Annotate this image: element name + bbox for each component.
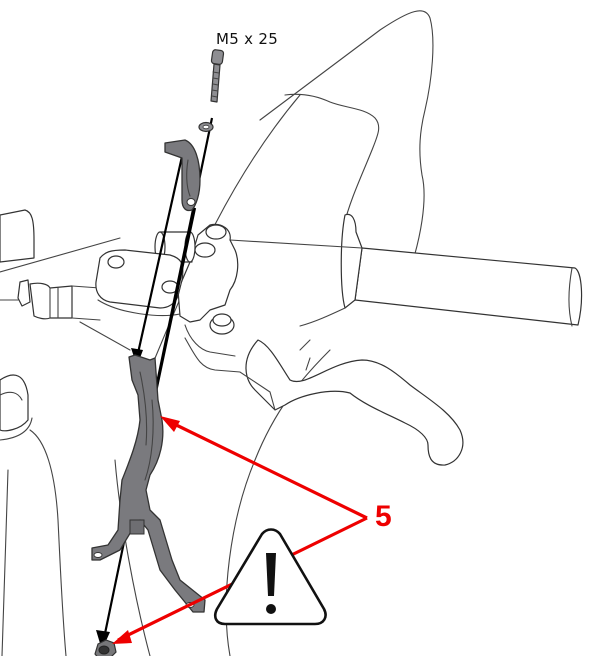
lower-bracket — [91, 354, 206, 613]
brake-lever — [184, 324, 464, 466]
warning-icon — [213, 528, 327, 626]
left-reservoir — [0, 209, 35, 263]
handlebar-grip — [229, 213, 583, 327]
washer — [198, 121, 214, 133]
callout-leaders — [112, 416, 368, 644]
master-cylinder — [95, 223, 239, 335]
bolt — [210, 49, 225, 103]
fork-tube — [0, 374, 67, 656]
left-cable-fitting — [0, 237, 131, 351]
callout-arrowhead-nut — [112, 630, 132, 644]
bolt-spec-label: M5 x 25 — [216, 30, 279, 48]
axis-arrowhead-lower — [96, 630, 110, 650]
upper-clamp — [164, 139, 201, 212]
part-number-label: 5 — [375, 500, 392, 533]
callout-arrowhead-bracket — [160, 416, 180, 432]
lock-nut — [94, 639, 117, 656]
